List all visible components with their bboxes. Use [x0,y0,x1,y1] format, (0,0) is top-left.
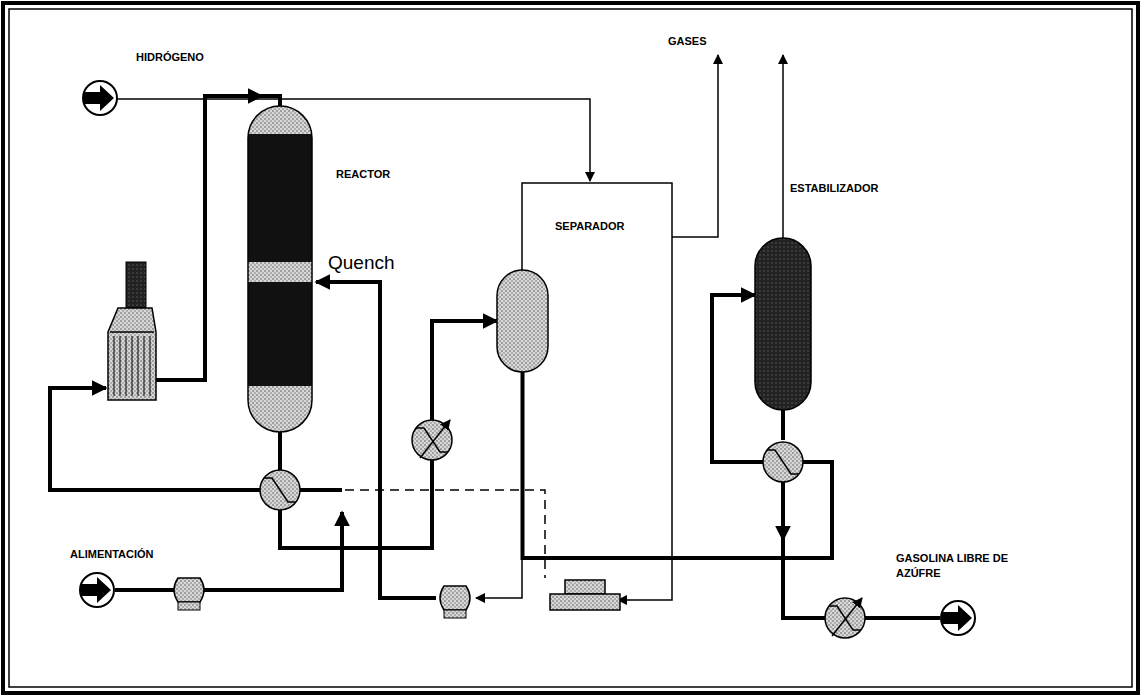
feed-pump [174,578,204,610]
stabilizer-column: ESTABILIZADOR [755,238,811,410]
stream-label: ALIMENTACIÓN [70,547,154,562]
recycle-compressor [550,580,620,610]
inlet-terminal [80,573,114,607]
reactor-vessel: REACTOR [248,106,312,432]
preheat-line [50,388,262,490]
flow-arrow [230,94,262,98]
product-line [783,482,940,618]
frame-inner [9,9,1132,687]
vessel-shape [497,270,548,372]
furnace [108,262,156,400]
gases-line [672,55,718,237]
stream-label: GASES [668,34,707,49]
quench-label: Quench [328,250,395,276]
inlet-terminal [83,81,117,115]
heat-exchanger [260,470,300,510]
vessel-shape [248,106,312,432]
flow-arrow [781,520,785,540]
reboiler-exchanger [763,442,803,482]
cooler [412,420,452,460]
equipment-label: ESTABILIZADOR [790,182,878,194]
equipment-label: REACTOR [336,168,390,180]
vessel-shape [755,238,811,410]
quench-pump [440,586,470,618]
stream-label: HIDRÓGENO [136,50,204,65]
liquid-line [476,372,522,598]
frame [3,3,1138,693]
preheat-line [300,488,342,492]
equipment-label: SEPARADOR [555,220,624,232]
stream-label: GASOLINA LIBRE DE AZÚFRE [896,551,1024,581]
hydrogen-line [117,99,590,181]
product-cooler [825,598,865,638]
overhead-line [782,55,784,238]
recycle-dashed-line [345,490,545,578]
outlet-terminal [941,601,975,635]
recycle-gas-line [522,183,672,600]
separator-vessel: SEPARADOR [497,270,548,372]
bottoms-line [781,410,785,440]
